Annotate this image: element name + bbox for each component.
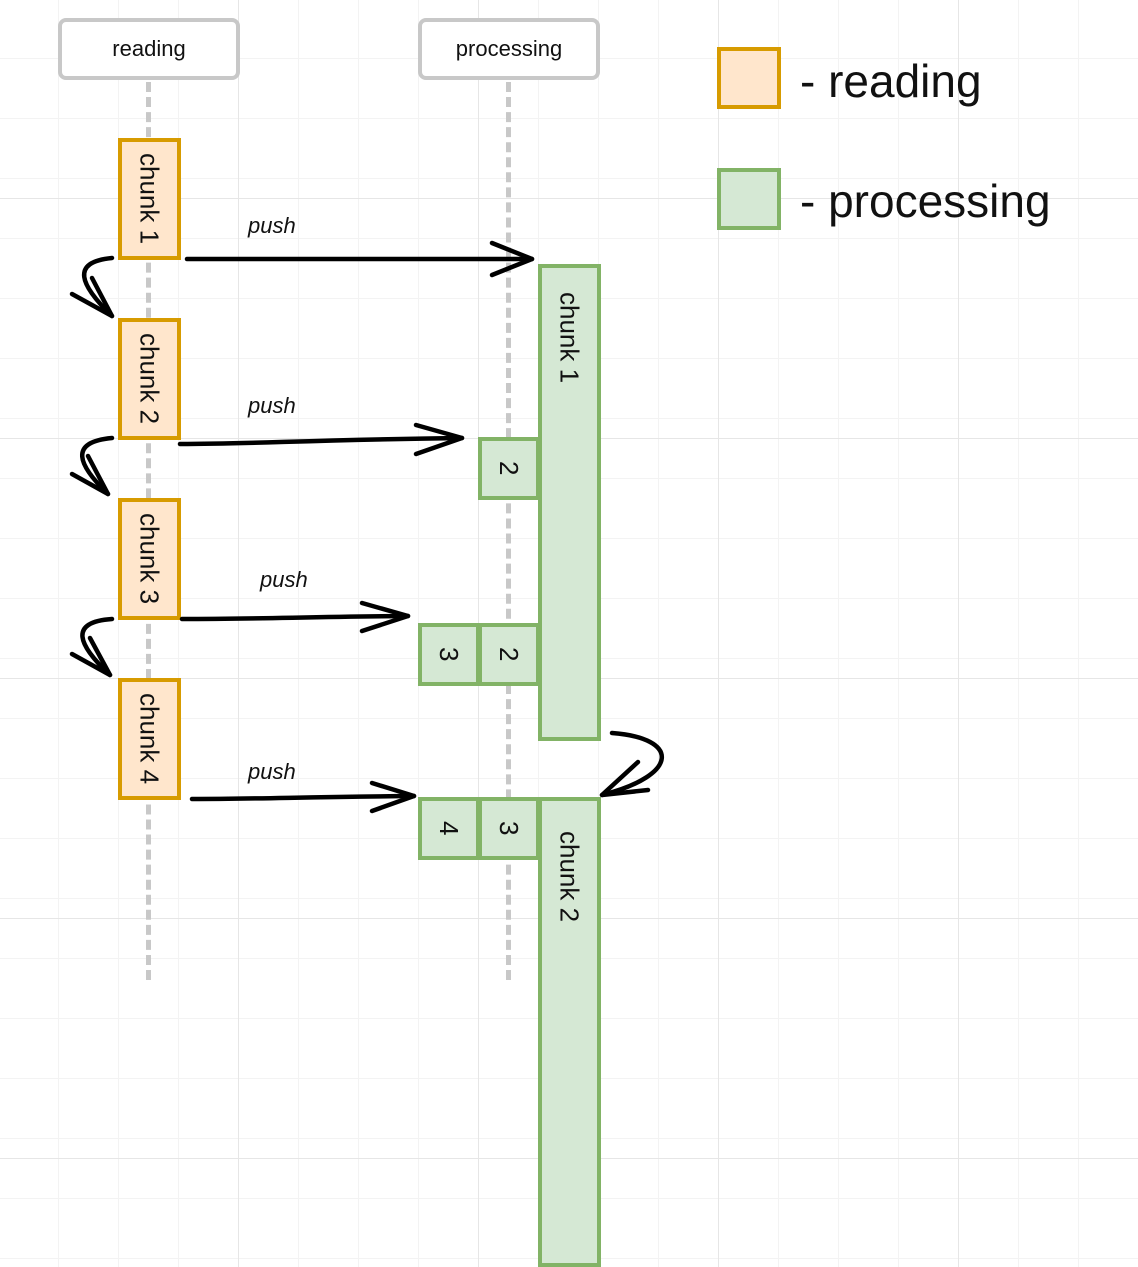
processing-lane-header: processing: [418, 18, 600, 80]
processing-lane-label: processing: [455, 36, 563, 61]
processing-chunk-2-label: chunk 2: [554, 831, 585, 923]
legend-reading-swatch: [717, 47, 781, 109]
queue-item-label: 2: [494, 461, 524, 476]
read-next-arrow-1-head: [69, 275, 115, 319]
processing-chunk-1-label: chunk 1: [554, 292, 585, 384]
push-label-3: push: [260, 567, 308, 592]
push-arrow-2-head: [413, 422, 465, 457]
reading-chunk-4: chunk 4: [118, 678, 181, 800]
push-arrow-4-head: [369, 780, 417, 814]
reading-chunk-2-label: chunk 2: [134, 333, 165, 425]
reading-lane-header: reading: [58, 18, 240, 80]
processing-lifeline: [506, 82, 511, 980]
reading-chunk-1-label: chunk 1: [134, 153, 165, 245]
push-arrow-1-head: [489, 240, 535, 278]
reading-chunk-2: chunk 2: [118, 318, 181, 440]
reading-chunk-1: chunk 1: [118, 138, 181, 260]
push-label-2: push: [248, 393, 296, 418]
queue-item-label: 3: [494, 821, 524, 836]
queue-item: 2: [478, 623, 540, 686]
push-arrow-3-head: [359, 600, 411, 634]
push-arrow-3: [179, 613, 411, 622]
read-next-arrow-3-head: [69, 635, 113, 678]
process-next-arrow: [599, 730, 664, 798]
legend-processing-swatch: [717, 168, 781, 230]
processing-chunk-1: chunk 1: [538, 264, 601, 741]
read-next-arrow-3: [80, 616, 115, 678]
legend-reading-label: - reading: [800, 55, 982, 107]
processing-chunk-2: chunk 2: [538, 797, 601, 1267]
push-label-1: push: [248, 213, 296, 238]
queue-item-label: 3: [434, 647, 464, 662]
queue-item: 2: [478, 437, 540, 500]
read-next-arrow-2: [80, 435, 115, 497]
legend-processing-label: - processing: [800, 175, 1051, 227]
push-arrow-4: [189, 793, 417, 802]
reading-chunk-3-label: chunk 3: [134, 513, 165, 605]
reading-lane-label: reading: [112, 36, 186, 61]
queue-item-label: 4: [434, 821, 464, 836]
read-next-arrow-1: [81, 255, 115, 319]
reading-chunk-4-label: chunk 4: [134, 693, 165, 785]
push-label-4: push: [248, 759, 296, 784]
process-next-arrow-head: [599, 759, 651, 798]
push-arrow-2: [177, 435, 465, 447]
reading-chunk-3: chunk 3: [118, 498, 181, 620]
queue-item: 3: [478, 797, 540, 860]
read-next-arrow-2-head: [69, 453, 111, 497]
queue-item-label: 2: [494, 647, 524, 662]
